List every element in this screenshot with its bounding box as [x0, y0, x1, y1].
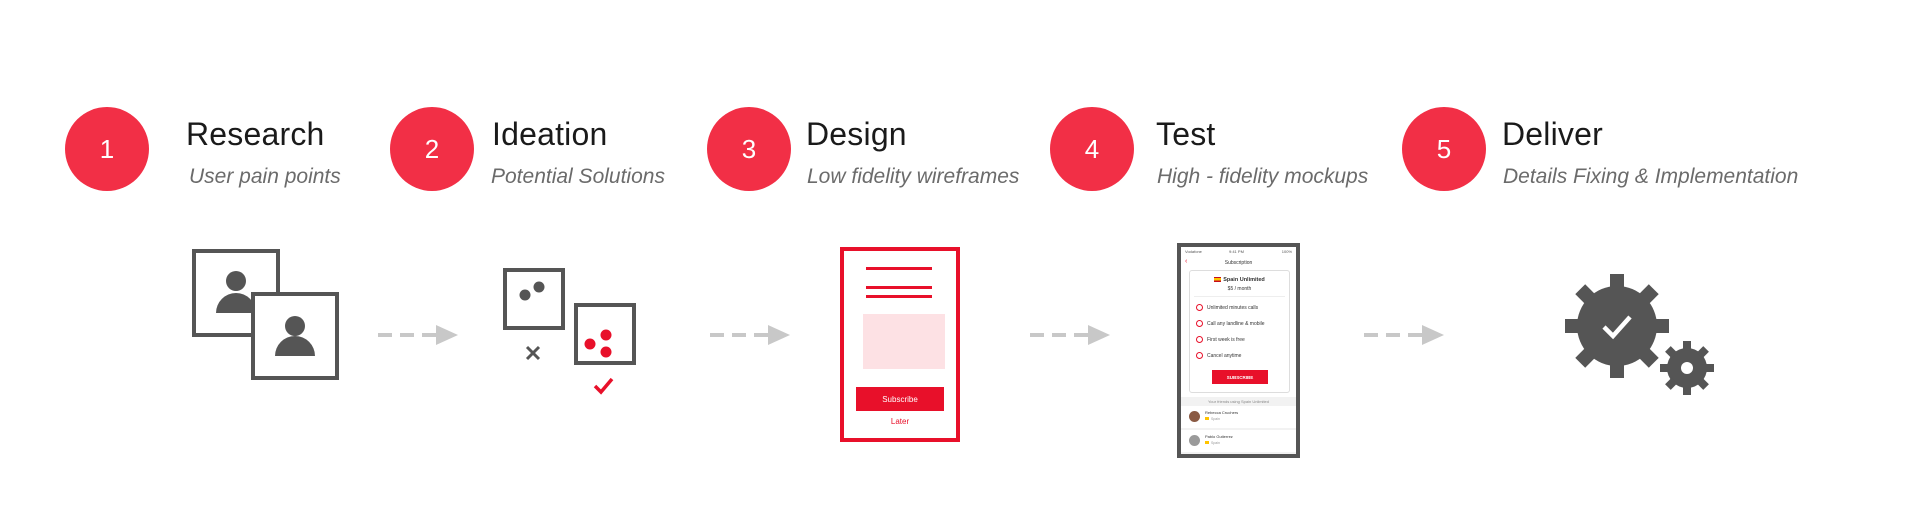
step-number-badge: 3 — [707, 107, 791, 191]
wireframe-line — [866, 295, 932, 298]
wireframe-line — [866, 267, 932, 270]
step-number-badge: 5 — [1402, 107, 1486, 191]
close-icon — [525, 345, 541, 361]
small-gear-icon — [1660, 341, 1714, 395]
check-circle-icon — [1196, 304, 1203, 311]
spain-flag-icon — [1214, 277, 1222, 283]
friend-name: Rebecca Cruchers — [1205, 410, 1239, 415]
step-title: Research — [186, 116, 325, 152]
plan-name: Spain Unlimited — [1223, 277, 1265, 283]
step-subtitle: High - fidelity mockups — [1157, 165, 1369, 188]
screen-title: Subscription — [1224, 260, 1253, 266]
friend-row: Rebecca Cruchers Spain — [1181, 406, 1296, 428]
back-chevron-icon[interactable]: ‹ — [1185, 258, 1188, 265]
phone-mockup: Vodafone 9:41 PM 100% ‹ Subscription Spa… — [1177, 243, 1300, 458]
clock-label: 9:41 PM — [1229, 249, 1244, 254]
gears-icon — [1565, 274, 1714, 395]
feature-item: First week is free — [1196, 336, 1245, 343]
arrow-right-icon — [378, 325, 458, 345]
friend-tag-label: Spain — [1211, 441, 1220, 445]
step-subtitle: User pain points — [189, 165, 341, 188]
avatar — [1189, 435, 1200, 446]
ideation-dice-icon — [503, 268, 636, 395]
step-number-badge: 4 — [1050, 107, 1134, 191]
plan-price: $5 / month — [1227, 286, 1252, 292]
friends-section: Your friends using Spain Unlimited Rebec… — [1181, 397, 1296, 454]
feature-item: Unlimited minutes calls — [1196, 304, 1258, 311]
friend-row: Pablo Gutierrez Spain — [1181, 430, 1296, 452]
step-subtitle: Details Fixing & Implementation — [1503, 165, 1799, 188]
check-circle-icon — [1196, 352, 1203, 359]
step-title: Design — [806, 116, 907, 152]
friend-tag: Spain — [1205, 417, 1220, 421]
feature-label: Cancel anytime — [1207, 352, 1242, 359]
step-title: Test — [1156, 116, 1216, 152]
step-number-badge: 1 — [65, 107, 149, 191]
avatar — [1189, 411, 1200, 422]
plan-divider — [1194, 296, 1285, 297]
check-circle-icon — [1196, 320, 1203, 327]
feature-item: Cancel anytime — [1196, 352, 1241, 359]
friend-tag: Spain — [1205, 441, 1220, 445]
battery-label: 100% — [1281, 249, 1292, 254]
friend-tag-label: Spain — [1211, 417, 1220, 421]
feature-label: Call any landline & mobile — [1207, 320, 1265, 327]
wireframe-image-placeholder — [863, 314, 945, 369]
wireframe-line — [866, 286, 932, 289]
arrow-right-icon — [1030, 325, 1110, 345]
large-gear-icon — [1565, 274, 1669, 378]
subscribe-button[interactable]: SUBSCRIBE — [1212, 370, 1268, 384]
spain-flag-icon — [1205, 441, 1209, 444]
friends-header: Your friends using Spain Unlimited — [1208, 399, 1269, 404]
checkmark-icon — [593, 377, 614, 395]
plan-header: Spain Unlimited — [1190, 277, 1289, 283]
step-title: Ideation — [492, 116, 608, 152]
wireframe-mockup: Subscribe Later — [840, 247, 960, 442]
arrow-right-icon — [1364, 325, 1444, 345]
friend-name: Pablo Gutierrez — [1205, 434, 1233, 439]
step-subtitle: Potential Solutions — [491, 165, 665, 188]
carrier-label: Vodafone — [1185, 249, 1202, 254]
step-title: Deliver — [1502, 116, 1603, 152]
wireframe-subscribe-button[interactable]: Subscribe — [856, 387, 944, 411]
wireframe-later-link[interactable]: Later — [890, 417, 910, 426]
step-number-badge: 2 — [390, 107, 474, 191]
checkmark-icon — [1602, 315, 1632, 340]
spain-flag-icon — [1205, 417, 1209, 420]
plan-card: Spain Unlimited $5 / month Unlimited min… — [1189, 270, 1290, 393]
feature-label: Unlimited minutes calls — [1207, 304, 1259, 311]
user-profiles-icon — [192, 249, 339, 380]
check-circle-icon — [1196, 336, 1203, 343]
feature-item: Call any landline & mobile — [1196, 320, 1265, 327]
step-subtitle: Low fidelity wireframes — [807, 165, 1020, 188]
arrow-right-icon — [710, 325, 790, 345]
feature-label: First week is free — [1207, 336, 1245, 343]
status-bar: Vodafone 9:41 PM 100% — [1181, 249, 1296, 256]
